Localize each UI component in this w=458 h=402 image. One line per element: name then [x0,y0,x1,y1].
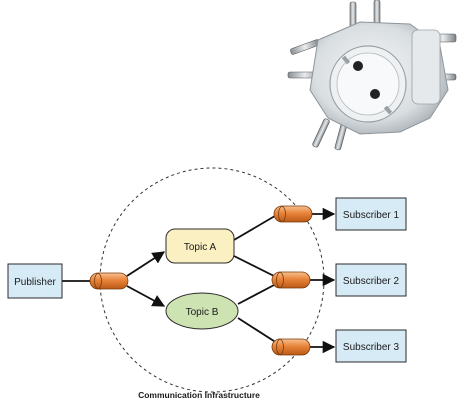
pipe-subscriber-2 [271,271,311,289]
pipe-publisher [89,272,129,290]
topic-b-label: Topic B [186,307,219,318]
subscriber-3-label: Subscriber 3 [343,342,400,353]
diagram-caption: Communication Infrastructure [138,390,260,400]
pipe-to-topic-a-arrow [126,251,166,277]
pipe-to-topic-b-arrow [126,285,166,307]
subscriber-2-label: Subscriber 2 [343,276,400,287]
topic-a-node: Topic A [165,228,235,264]
connection-lines [62,207,336,354]
topic-a-label: Topic A [184,242,217,253]
topic-b-to-pipe2-line [237,283,277,305]
subscriber-1-label: Subscriber 1 [343,210,400,221]
topic-a-to-pipe1-line [233,212,281,241]
topic-b-node: Topic B [165,292,239,330]
publisher-node: Publisher [7,263,63,299]
subscriber-3-node: Subscriber 3 [335,329,407,363]
power-adapter-icon [287,0,457,151]
pipe-subscriber-1 [273,205,313,223]
subscriber-2-node: Subscriber 2 [335,263,407,297]
topic-b-to-pipe3-line [237,317,278,344]
pipe-subscriber-3 [271,338,311,356]
topic-a-to-pipe2-line [233,255,277,278]
publisher-label: Publisher [14,277,56,288]
subscriber-1-node: Subscriber 1 [335,197,407,231]
